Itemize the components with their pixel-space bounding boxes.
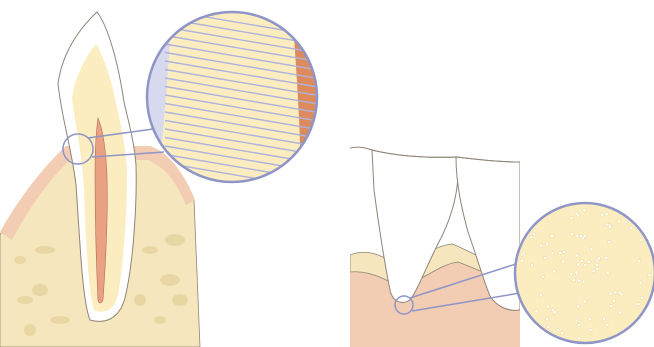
cementum-dot: [547, 325, 550, 328]
cementum-dot: [520, 259, 523, 262]
cementum-dot: [583, 300, 586, 303]
cementum-dot: [624, 221, 627, 224]
cementum-dot: [570, 233, 573, 236]
cementum-dot: [540, 244, 543, 247]
bone-speckle: [24, 324, 36, 336]
cementum-dot: [546, 318, 549, 321]
cementum-dot: [609, 305, 612, 308]
cementum-dot: [584, 264, 587, 267]
bone-speckle: [154, 316, 166, 324]
cementum-dot: [575, 212, 578, 215]
cementum-dot: [577, 305, 580, 308]
cementum-dot: [532, 233, 535, 236]
magnifier-lens-cementum: [510, 200, 654, 347]
cementum-dot: [535, 310, 538, 313]
cementum-dot: [606, 323, 609, 326]
bone-speckle: [160, 274, 180, 286]
cementum-dot: [559, 251, 562, 254]
cementum-dot: [576, 234, 579, 237]
cementum-dot: [595, 263, 598, 266]
cementum-dot: [612, 299, 615, 302]
cementum-dot: [589, 318, 592, 321]
cementum-dot: [639, 281, 642, 284]
cementum-dot: [608, 225, 611, 228]
incisor-figure: [0, 5, 330, 347]
cementum-dot: [597, 257, 600, 260]
cementum-dot: [544, 257, 547, 260]
cementum-dot: [572, 278, 575, 281]
cementum-dot: [556, 329, 559, 332]
bone-speckle: [32, 284, 48, 296]
cementum-dot: [521, 253, 524, 256]
bone-speckle: [17, 296, 33, 304]
cementum-dot: [596, 267, 599, 270]
cementum-dot: [550, 235, 553, 238]
cementum-dot: [589, 328, 592, 331]
bone-speckle: [14, 256, 26, 264]
cementum-dot: [546, 305, 549, 308]
cementum-dot: [539, 294, 542, 297]
cementum-dot: [575, 319, 578, 322]
bone-speckle: [134, 294, 146, 306]
cementum-dot: [551, 309, 554, 312]
cementum-dot: [551, 252, 554, 255]
cementum-dot: [583, 209, 586, 212]
cementum-dot: [637, 260, 640, 263]
cementum-dot: [605, 212, 608, 215]
cementum-dot: [602, 318, 605, 321]
cementum-dot: [630, 226, 633, 229]
cementum-dot: [606, 271, 609, 274]
cementum-dot: [592, 270, 595, 273]
cementum-dot: [570, 217, 573, 220]
cementum-dot: [577, 324, 580, 327]
cementum-dot: [618, 291, 621, 294]
cementum-dot: [609, 292, 612, 295]
cementum-dot: [530, 264, 533, 267]
bone-speckle: [172, 294, 188, 306]
cementum-dot: [637, 303, 640, 306]
bone-speckle: [165, 234, 185, 246]
cementum-dot: [590, 248, 593, 251]
cementum-dot: [605, 256, 608, 259]
cementum-dot: [577, 263, 580, 266]
cementum-dot: [553, 270, 556, 273]
cementum-dot: [578, 337, 581, 340]
cementum-dot: [575, 254, 578, 257]
root-figure: [350, 147, 654, 347]
cementum-dot: [541, 275, 544, 278]
cementum-dot: [619, 311, 622, 314]
cementum-dot: [601, 214, 604, 217]
cementum-dot: [580, 260, 583, 263]
cementum-dot: [608, 241, 611, 244]
cementum-dot: [614, 291, 617, 294]
cementum-dot: [639, 238, 642, 241]
cementum-dot: [577, 279, 580, 282]
bone-speckle: [50, 316, 70, 324]
cementum-dot: [648, 273, 651, 276]
cementum-dot: [530, 236, 533, 239]
cementum-dot: [640, 296, 643, 299]
bone-speckle: [142, 246, 158, 254]
cementum-dot: [617, 220, 620, 223]
cementum-dot: [546, 243, 549, 246]
cementum-dot: [562, 260, 565, 263]
cementum-dot: [581, 237, 584, 240]
cementum-dot: [582, 280, 585, 283]
cementum-dot: [575, 271, 578, 274]
cementum-dot: [563, 250, 566, 253]
cementum-dot: [570, 273, 573, 276]
bone-speckle: [35, 246, 55, 254]
cementum-dot: [561, 332, 564, 335]
cementum-dot: [587, 260, 590, 263]
